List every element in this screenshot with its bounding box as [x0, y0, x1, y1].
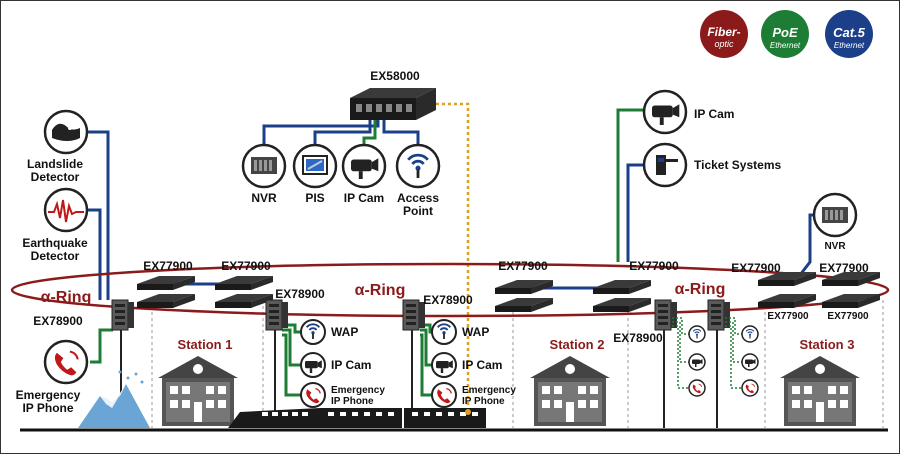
wap-sw4-label: WAP — [462, 325, 489, 339]
sw9-label: EX77900 — [767, 311, 809, 322]
nvr-device — [241, 143, 287, 189]
legend-cat5-line1: Cat.5 — [833, 25, 866, 40]
legend-poe-line1: PoE — [772, 25, 798, 40]
ex58000-switch — [350, 88, 436, 120]
earthquake-detector — [43, 187, 89, 233]
phone-sw4-label-2: IP Phone — [462, 396, 505, 407]
core-ipcam-label: IP Cam — [344, 191, 384, 205]
right-endpoint-icons — [688, 325, 759, 397]
left-phone-label-2: IP Phone — [22, 401, 73, 415]
ipcam-device — [341, 143, 387, 189]
right-ipcam-device — [642, 89, 688, 135]
sw4-icon — [402, 299, 426, 331]
fiber-legend-icon: Fiber- optic — [700, 10, 748, 58]
sw10-label: EX77900 — [827, 311, 869, 322]
left-ex78900-switch — [111, 299, 135, 331]
phone-sw4 — [431, 382, 457, 408]
station3-label: Station 3 — [800, 337, 855, 352]
sw1-label: EX77900 — [143, 259, 193, 273]
ap-label-1: Access — [397, 191, 439, 205]
landslide-label-1: Landslide — [27, 157, 83, 171]
left-phone-label-1: Emergency — [16, 388, 81, 402]
alpha-ring — [10, 262, 890, 318]
access-point-device — [395, 143, 441, 189]
pis-device — [292, 143, 338, 189]
legend-fiber-line2: optic — [714, 39, 734, 49]
ring-label-left: α-Ring — [41, 289, 92, 306]
sw5-label: EX77900 — [498, 259, 548, 273]
nvr-label: NVR — [251, 191, 277, 205]
right-nvr-label: NVR — [824, 241, 846, 252]
left-switch-label: EX78900 — [33, 314, 83, 328]
phone-sw3-label-1: Emergency — [331, 385, 385, 396]
sw4-label: EX78900 — [423, 293, 473, 307]
ticket-system-device — [642, 142, 688, 188]
sw3-label: EX78900 — [275, 287, 325, 301]
sw6-label: EX77900 — [629, 259, 679, 273]
wap-sw3-label: WAP — [331, 325, 358, 339]
wap-sw4 — [431, 319, 457, 345]
wap-sw3 — [300, 319, 326, 345]
ap-label-2: Point — [403, 204, 433, 218]
earthquake-label-1: Earthquake — [22, 236, 88, 250]
ipcam-sw4 — [431, 352, 457, 378]
poe-legend-icon: PoE Ethernet — [761, 10, 809, 58]
mountain-icon — [78, 370, 150, 428]
phone-sw3 — [300, 382, 326, 408]
landslide-label-2: Detector — [31, 170, 80, 184]
right-endpoints-a — [672, 317, 743, 389]
cat5-legend-icon: Cat.5 Ethernet — [825, 10, 873, 58]
emergency-phone-left — [43, 339, 89, 385]
sw2-label: EX77900 — [221, 259, 271, 273]
right-nvr-device — [812, 192, 858, 238]
phone-sw3-label-2: IP Phone — [331, 396, 374, 407]
ipcam-sw3-label: IP Cam — [331, 358, 371, 372]
station2-label: Station 2 — [550, 337, 605, 352]
phone-sw4-label-1: Emergency — [462, 385, 516, 396]
sw8-label: EX77900 — [819, 261, 869, 275]
core-uplink — [436, 102, 470, 412]
ring-label-right: α-Ring — [675, 281, 726, 298]
ex58000-label: EX58000 — [370, 69, 420, 83]
ticket-label: Ticket Systems — [694, 158, 781, 172]
sw3-icon — [265, 299, 289, 331]
sw7-label: EX77900 — [731, 261, 781, 275]
landslide-detector — [43, 109, 89, 155]
pis-label: PIS — [305, 191, 324, 205]
legend-cat5-line2: Ethernet — [834, 41, 865, 50]
sw11-label: EX78900 — [613, 331, 663, 345]
legend-poe-line2: Ethernet — [770, 41, 801, 50]
station1-label: Station 1 — [178, 337, 233, 352]
train-icon — [228, 408, 486, 428]
ipcam-sw3 — [300, 352, 326, 378]
earthquake-label-2: Detector — [31, 249, 80, 263]
ipcam-sw4-label: IP Cam — [462, 358, 502, 372]
legend-fiber-line1: Fiber- — [707, 25, 740, 39]
right-ipcam-label: IP Cam — [694, 107, 734, 121]
ring-label-center: α-Ring — [355, 282, 406, 299]
